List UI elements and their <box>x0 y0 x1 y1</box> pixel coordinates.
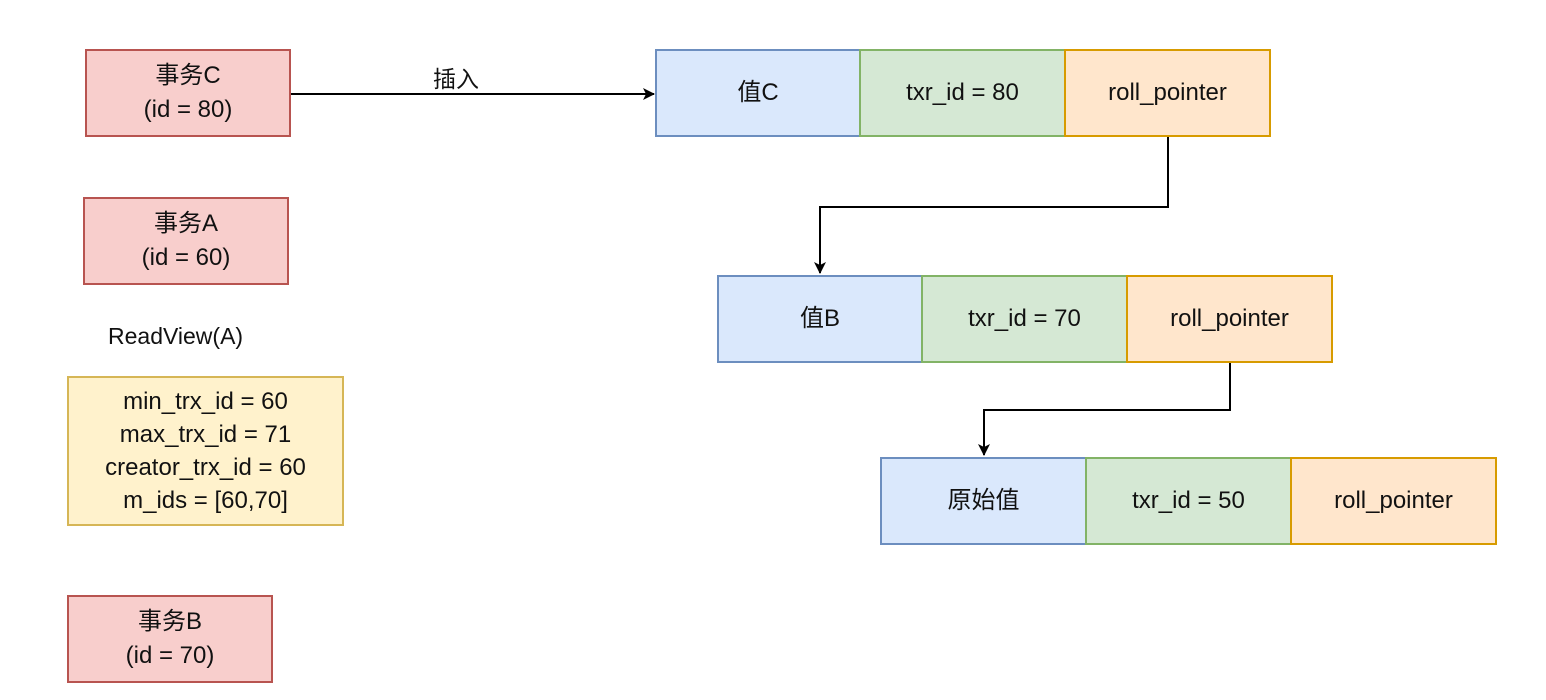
version-original-value: 原始值 <box>880 457 1087 545</box>
read-view-creator-trx-id: creator_trx_id = 60 <box>105 454 306 481</box>
transaction-a-id: (id = 60) <box>141 244 231 271</box>
version-b-value: 值B <box>717 275 923 363</box>
transaction-b-name: 事务B <box>137 608 202 635</box>
roll-pointer-arrow-b-to-original <box>978 363 1231 456</box>
transaction-c-id: (id = 80) <box>143 96 233 123</box>
transaction-b-id: (id = 70) <box>125 642 215 669</box>
version-c-trx-id: txr_id = 80 <box>859 49 1066 137</box>
read-view-max-trx-id: max_trx_id = 71 <box>119 421 292 448</box>
version-original-roll-pointer: roll_pointer <box>1290 457 1497 545</box>
version-b-trx-id: txr_id = 70 <box>921 275 1128 363</box>
read-view-min-trx-id: min_trx_id = 60 <box>123 388 288 415</box>
transaction-c-name: 事务C <box>155 62 221 89</box>
read-view-title: ReadView(A) <box>108 323 244 349</box>
read-view-m-ids: m_ids = [60,70] <box>123 487 288 514</box>
transaction-a-name: 事务A <box>153 210 218 237</box>
version-c-roll-pointer: roll_pointer <box>1064 49 1271 137</box>
version-c-value: 值C <box>655 49 861 137</box>
transaction-a-node: 事务A (id = 60) <box>83 197 289 285</box>
version-b-roll-pointer: roll_pointer <box>1126 275 1333 363</box>
version-original-trx-id: txr_id = 50 <box>1085 457 1292 545</box>
insert-label: 插入 <box>433 66 479 92</box>
roll-pointer-arrow-c-to-b <box>814 137 1169 274</box>
transaction-b-node: 事务B (id = 70) <box>67 595 273 683</box>
read-view-box: min_trx_id = 60 max_trx_id = 71 creator_… <box>67 376 344 526</box>
transaction-c-node: 事务C (id = 80) <box>85 49 291 137</box>
